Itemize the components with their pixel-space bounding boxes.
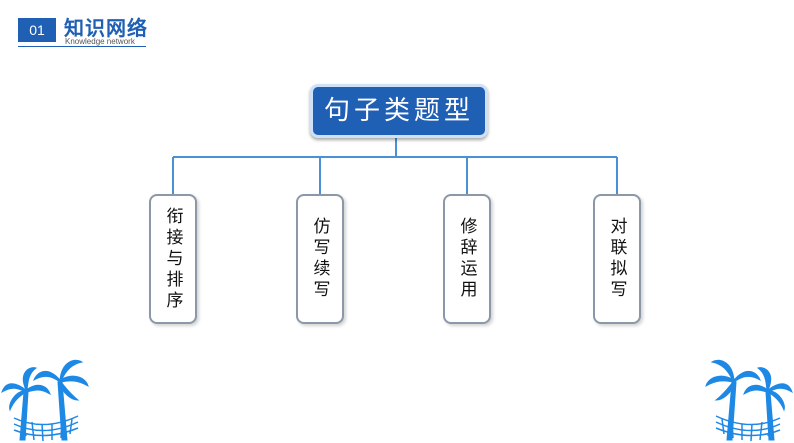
child-node-label: 衔接与排序 bbox=[162, 206, 183, 312]
child-node-label: 修辞运用 bbox=[456, 217, 477, 301]
child-node-1: 衔接与排序 bbox=[149, 194, 197, 324]
child-node-label: 对联拟写 bbox=[606, 217, 627, 301]
root-node: 句子类题型 bbox=[310, 84, 488, 138]
child-node-label: 仿写续写 bbox=[309, 217, 330, 301]
child-node-2: 仿写续写 bbox=[296, 194, 344, 324]
header-divider bbox=[18, 46, 146, 47]
child-node-3: 修辞运用 bbox=[443, 194, 491, 324]
section-number-badge: 01 bbox=[18, 18, 56, 42]
palm-tree-hammock-icon bbox=[1, 359, 89, 442]
section-subtitle: Knowledge network bbox=[65, 37, 135, 46]
section-title: 知识网络 bbox=[64, 16, 148, 40]
child-node-4: 对联拟写 bbox=[593, 194, 641, 324]
palm-tree-hammock-icon bbox=[705, 359, 793, 442]
